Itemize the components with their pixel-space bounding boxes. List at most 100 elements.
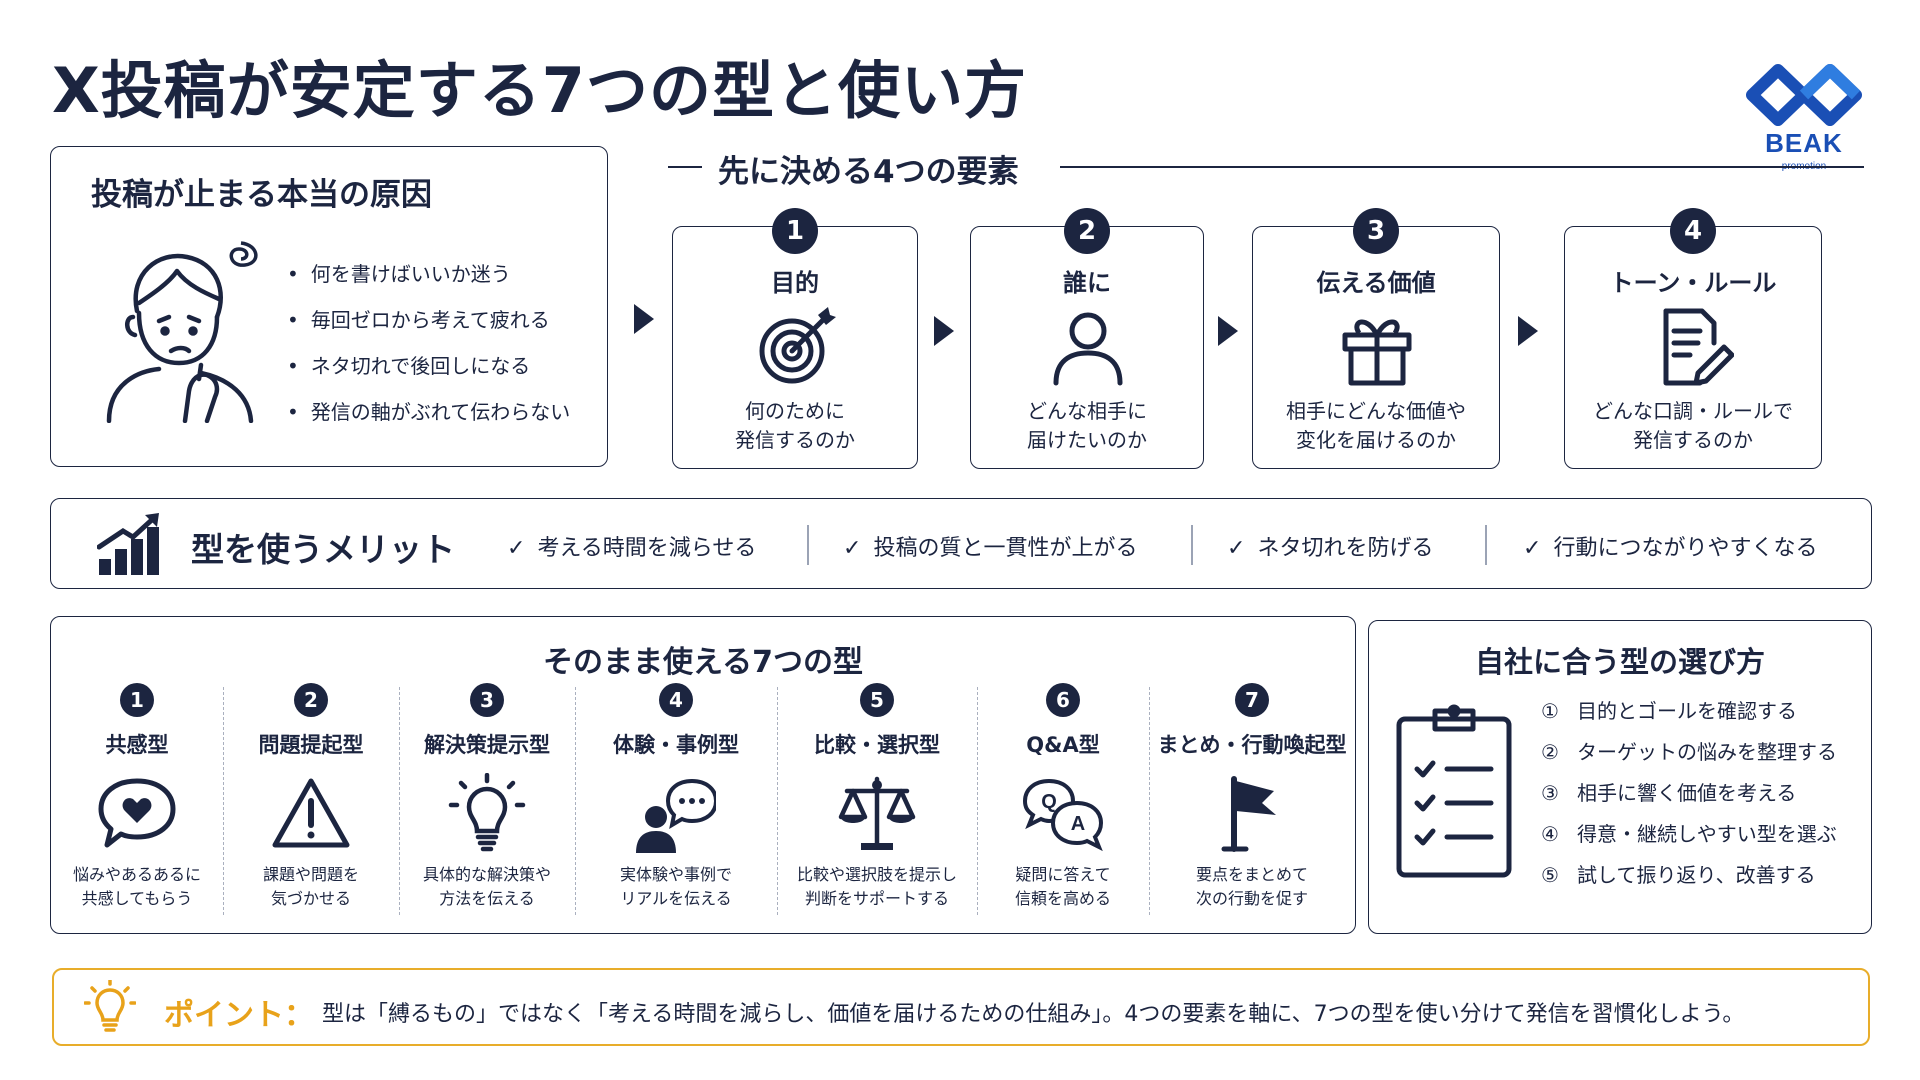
number-badge: 2 (1064, 208, 1110, 254)
element-desc-line: 発信するのか (1633, 428, 1753, 452)
merit-item-text: 行動につながりやすくなる (1553, 536, 1818, 561)
merit-item-text: 考える時間を減らせる (537, 536, 757, 561)
divider (1191, 525, 1193, 565)
type-desc-line: 悩みやあるあるに (72, 865, 201, 884)
step-number: ② (1541, 740, 1559, 764)
step-number: ④ (1541, 822, 1559, 846)
arrow-right-icon (1218, 316, 1238, 346)
check-icon: ✓ (1227, 536, 1246, 561)
cause-item: 毎回ゼロから考えて疲れる (287, 297, 570, 343)
type-desc: 比較や選択肢を提示し判断をサポートする (777, 863, 977, 911)
merit-item-text: ネタ切れを防げる (1257, 536, 1434, 561)
merit-item: ✓ ネタ切れを防げる (1227, 530, 1433, 562)
type-desc: 疑問に答えて信頼を高める (977, 863, 1149, 911)
selection-step: ⑤ 試して振り返り、改善する (1541, 855, 1837, 896)
check-icon: ✓ (1523, 536, 1542, 561)
type-desc-line: 判断をサポートする (804, 889, 949, 908)
cause-item: 発信の軸がぶれて伝わらない (287, 389, 570, 435)
type-desc-line: 方法を伝える (439, 889, 535, 908)
type-card-solution: 3 解決策提示型 具体的な解決策や方法を伝える (399, 683, 575, 923)
svg-text:A: A (1071, 813, 1085, 835)
step-number: ⑤ (1541, 863, 1559, 887)
type-card-summary: 7 まとめ・行動喚起型 要点をまとめて次の行動を促す (1149, 683, 1355, 923)
person-icon (1053, 312, 1123, 386)
cause-title: 投稿が止まる本当の原因 (91, 177, 432, 213)
element-desc: どんな相手に届けたいのか (971, 397, 1203, 455)
point-panel: ポイント： 型は「縛るもの」ではなく「考える時間を減らし、価値を届けるための仕組… (52, 968, 1870, 1046)
type-card-comparison: 5 比較・選択型 比較や選択肢を提示し判断をサポートする (777, 683, 977, 923)
step-text: 相手に響く価値を考える (1577, 781, 1797, 805)
type-desc-line: 要点をまとめて (1195, 865, 1308, 884)
cause-item: 何を書けばいいか迷う (287, 251, 570, 297)
type-card-problem: 2 問題提起型 課題や問題を気づかせる (223, 683, 399, 923)
infinity-logo-icon (1746, 64, 1862, 126)
type-desc: 実体験や事例でリアルを伝える (575, 863, 777, 911)
selection-title: 自社に合う型の選び方 (1474, 645, 1765, 679)
type-name: まとめ・行動喚起型 (1157, 733, 1347, 757)
elements-heading: 先に決める4つの要素 (668, 146, 1019, 191)
worried-person-icon (106, 241, 258, 423)
type-card-empathy: 1 共感型 悩みやあるあるに共感してもらう (51, 683, 223, 923)
element-card-target: 2 誰に どんな相手に届けたいのか (970, 208, 1204, 469)
page-title: X投稿が安定する7つの型と使い方 (52, 54, 1027, 127)
heart-bubble-icon (98, 778, 176, 848)
type-desc-line: 気づかせる (270, 889, 351, 908)
dashed-divider (575, 687, 576, 915)
person-speech-icon (636, 778, 716, 853)
step-text: 得意・継続しやすい型を選ぶ (1577, 822, 1837, 846)
type-desc: 具体的な解決策や方法を伝える (399, 863, 575, 911)
dashed-divider (399, 687, 400, 915)
element-desc-line: どんな口調・ルールで (1593, 399, 1793, 423)
step-text: 試して振り返り、改善する (1577, 863, 1816, 887)
type-name: 比較・選択型 (814, 733, 940, 757)
type-name: 体験・事例型 (613, 733, 739, 757)
number-badge: 3 (1353, 208, 1399, 254)
number-badge: 4 (659, 683, 693, 717)
selection-step: ④ 得意・継続しやすい型を選ぶ (1541, 814, 1837, 855)
dashed-divider (223, 687, 224, 915)
arrow-right-icon (634, 304, 654, 334)
dashed-divider (977, 687, 978, 915)
qa-bubbles-icon: Q A (1023, 778, 1103, 852)
number-badge: 4 (1670, 208, 1716, 254)
type-desc: 悩みやあるあるに共感してもらう (51, 863, 223, 911)
element-desc-line: 届けたいのか (1027, 428, 1147, 452)
element-desc-line: 相手にどんな価値や (1286, 399, 1466, 423)
divider (807, 525, 809, 565)
step-text: ターゲットの悩みを整理する (1577, 740, 1837, 764)
merit-item-text: 投稿の質と一貫性が上がる (873, 536, 1138, 561)
merit-title: 型を使うメリット (191, 530, 455, 569)
selection-step: ② ターゲットの悩みを整理する (1541, 732, 1837, 773)
number-badge: 7 (1235, 683, 1269, 717)
type-card-experience: 4 体験・事例型 実体験や事例でリアルを伝える (575, 683, 777, 923)
number-badge: 6 (1046, 683, 1080, 717)
type-desc-line: 信頼を高める (1014, 889, 1111, 908)
step-text: 目的とゴールを確認する (1577, 699, 1797, 723)
element-card-purpose: 1 目的 何のために発信するのか (672, 208, 918, 469)
number-badge: 3 (470, 683, 504, 717)
element-desc-line: 発信するのか (735, 428, 855, 452)
check-icon: ✓ (843, 536, 862, 561)
arrow-right-icon (934, 316, 954, 346)
type-desc-line: 比較や選択肢を提示し (796, 865, 957, 884)
element-desc: どんな口調・ルールで発信するのか (1565, 397, 1821, 455)
type-desc-line: リアルを伝える (620, 889, 732, 908)
element-desc-line: 何のために (745, 399, 845, 423)
merit-item: ✓ 行動につながりやすくなる (1523, 530, 1817, 562)
heading-rule (668, 166, 702, 168)
scale-icon (838, 776, 916, 850)
arrow-right-icon (1518, 316, 1538, 346)
cause-list: 何を書けばいいか迷う 毎回ゼロから考えて疲れる ネタ切れで後回しになる 発信の軸… (287, 251, 570, 435)
type-card-qa: 6 Q&A型 Q A 疑問に答えて信頼を高める (977, 683, 1149, 923)
merit-panel: 型を使うメリット ✓ 考える時間を減らせる ✓ 投稿の質と一貫性が上がる ✓ ネタ切れ… (50, 498, 1872, 589)
element-desc-line: どんな相手に (1027, 399, 1147, 423)
divider (1485, 525, 1487, 565)
flag-icon (1221, 776, 1276, 852)
type-name: Q&A型 (1026, 733, 1100, 757)
type-desc-line: 実体験や事例で (619, 865, 732, 884)
lightbulb-icon (84, 980, 136, 1032)
type-desc-line: 具体的な解決策や (422, 865, 551, 884)
element-desc-line: 変化を届けるのか (1296, 428, 1456, 452)
